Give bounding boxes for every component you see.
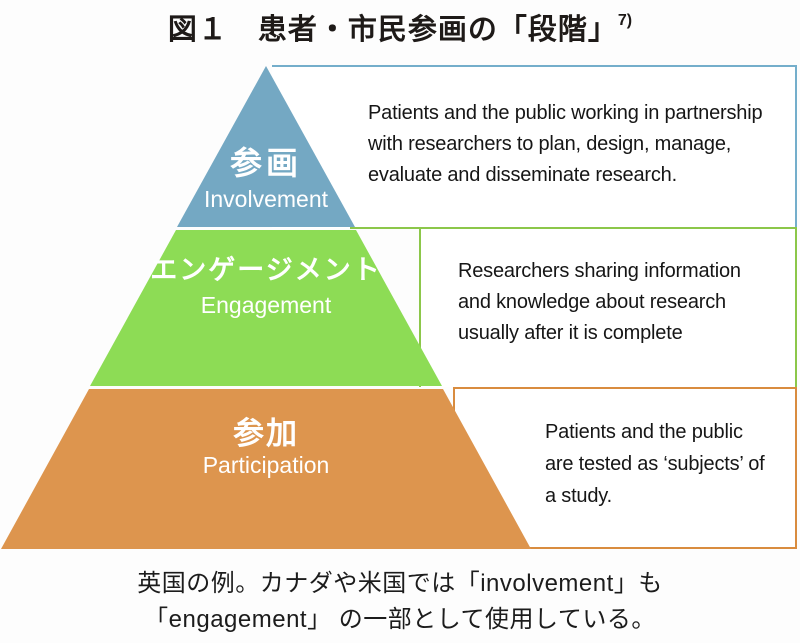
involvement-description-box (272, 65, 797, 228)
engagement-label-en: Engagement (200, 292, 332, 318)
participation-label-en: Participation (202, 452, 330, 478)
participation-label-ja: 参加 (233, 416, 299, 451)
figure-caption: 英国の例。カナダや米国では「involvement」も 「engagement」… (137, 570, 663, 633)
figure-title: 図１ 患者・市民参画の「段階」7) (0, 6, 800, 48)
involvement-label-en: Involvement (203, 186, 329, 212)
involvement-description-text: Patients and the public working in partn… (368, 102, 763, 186)
engagement-label-ja: エンゲージメント (150, 255, 382, 285)
engagement-description-box (419, 227, 797, 387)
participation-description-text: Patients and the public are tested as ‘s… (545, 421, 765, 507)
engagement-description-text: Researchers sharing information and know… (458, 260, 741, 344)
figure-title-reference-superscript: 7) (617, 12, 633, 29)
involvement-label-ja: 参画 (229, 145, 303, 181)
engagement-box-connector-line (350, 227, 422, 229)
figure-title-text: 図１ 患者・市民参画の「段階」 (167, 14, 618, 46)
